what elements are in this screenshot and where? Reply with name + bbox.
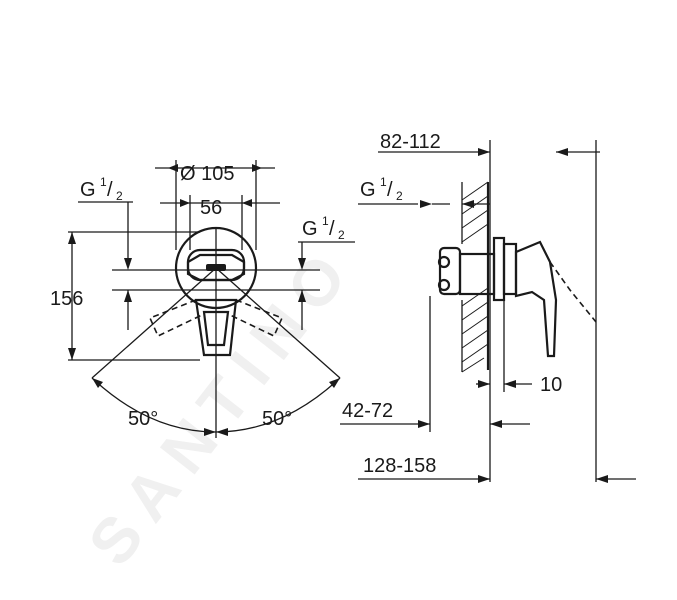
thread-label-side: G 1 / 2 [360, 175, 403, 203]
svg-text:G: G [80, 179, 96, 201]
svg-text:G: G [360, 179, 376, 201]
dim-width: 56 [200, 197, 222, 219]
dim-wall-depth: 82-112 [380, 131, 441, 153]
svg-text:1: 1 [100, 175, 107, 189]
dim-flange: 10 [540, 374, 562, 396]
dim-total: 128-158 [363, 455, 436, 477]
dim-diameter: Ø 105 [180, 163, 234, 185]
svg-text:/: / [107, 179, 113, 201]
svg-text:1: 1 [380, 175, 387, 189]
angle-right: 50° [262, 408, 292, 430]
dim-handle: 42-72 [342, 400, 393, 422]
svg-text:1: 1 [322, 214, 329, 228]
dim-height: 156 [50, 288, 83, 310]
svg-text:2: 2 [396, 189, 403, 203]
side-view: 82-112 G 1 / 2 [340, 131, 636, 483]
thread-label-right: G 1 / 2 [302, 214, 345, 242]
thread-label-left: G 1 / 2 [80, 175, 123, 203]
watermark: SANTINO [74, 230, 368, 578]
svg-text:2: 2 [338, 228, 345, 242]
wall-hatch [461, 181, 489, 373]
front-view: Ø 105 56 G 1 / 2 G 1 / 2 [50, 160, 355, 438]
svg-text:/: / [387, 179, 393, 201]
svg-text:G: G [302, 218, 318, 240]
angle-left: 50° [128, 408, 158, 430]
svg-text:2: 2 [116, 189, 123, 203]
svg-text:/: / [329, 218, 335, 240]
